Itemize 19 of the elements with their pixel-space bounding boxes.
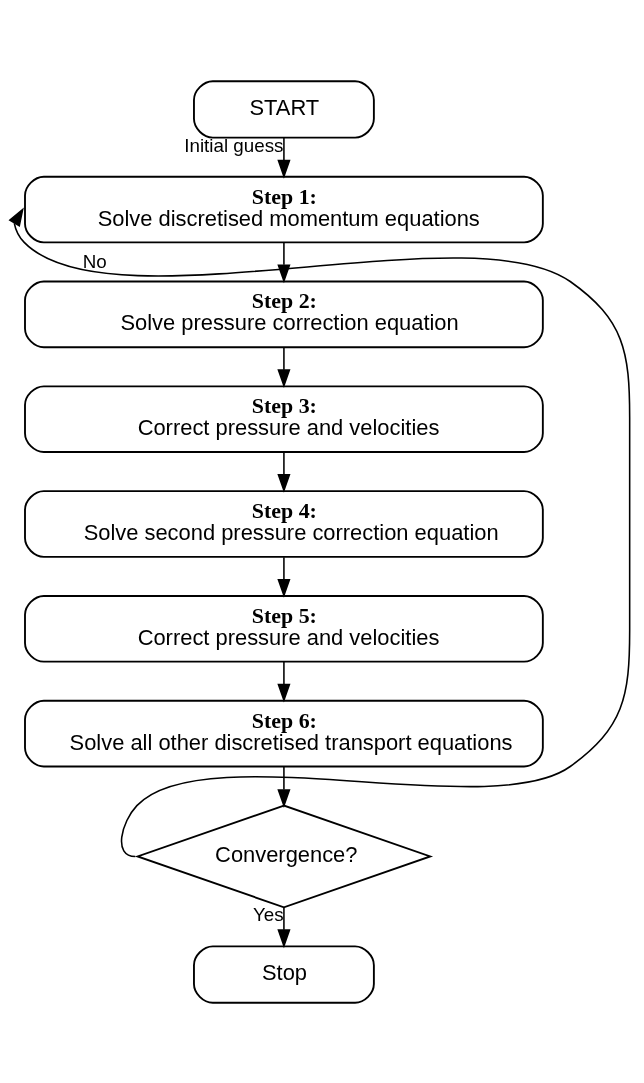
node-diamond: Convergence? xyxy=(134,804,434,908)
arrow xyxy=(277,555,291,598)
node-box: Step 6: Solve all other discretised transport equations xyxy=(24,699,544,767)
node-box: Step 5: Correct pressure and velocities xyxy=(24,594,544,663)
arrow xyxy=(8,207,631,857)
arrow xyxy=(277,451,291,493)
node-box: START xyxy=(193,79,375,138)
arrow xyxy=(277,346,291,388)
node-box: Step 3: Correct pressure and velocities xyxy=(24,384,544,453)
arrow xyxy=(277,765,291,808)
node-box: Step 4: Solve second pressure correction equation xyxy=(24,489,544,558)
node-box: Stop xyxy=(193,944,375,1004)
node-box: Step 1: Solve discretised momentum equations xyxy=(24,175,544,243)
edge-label: No xyxy=(82,250,107,272)
node-box: Step 2: Solve pressure correction equation xyxy=(24,280,544,348)
arrow xyxy=(277,660,291,702)
arrow xyxy=(277,136,291,179)
arrow xyxy=(277,906,291,948)
arrow xyxy=(277,241,291,283)
